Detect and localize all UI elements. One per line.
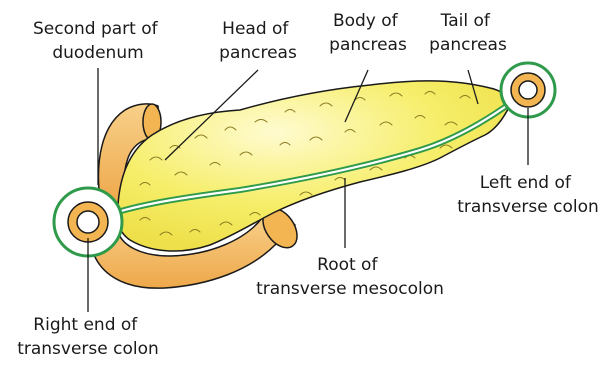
label-body-of-pancreas: Body of pancreas [329, 11, 407, 55]
label-right-end-colon: Right end of transverse colon [17, 315, 159, 359]
label-tail-of-pancreas: Tail of pancreas [429, 11, 507, 55]
label-left-end-colon: Left end of transverse colon [457, 173, 599, 217]
label-duodenum: Second part of duodenum [33, 19, 163, 63]
label-root-mesocolon: Root of transverse mesocolon [256, 255, 444, 299]
label-head-of-pancreas: Head of pancreas [219, 19, 297, 63]
pancreas [117, 81, 512, 251]
